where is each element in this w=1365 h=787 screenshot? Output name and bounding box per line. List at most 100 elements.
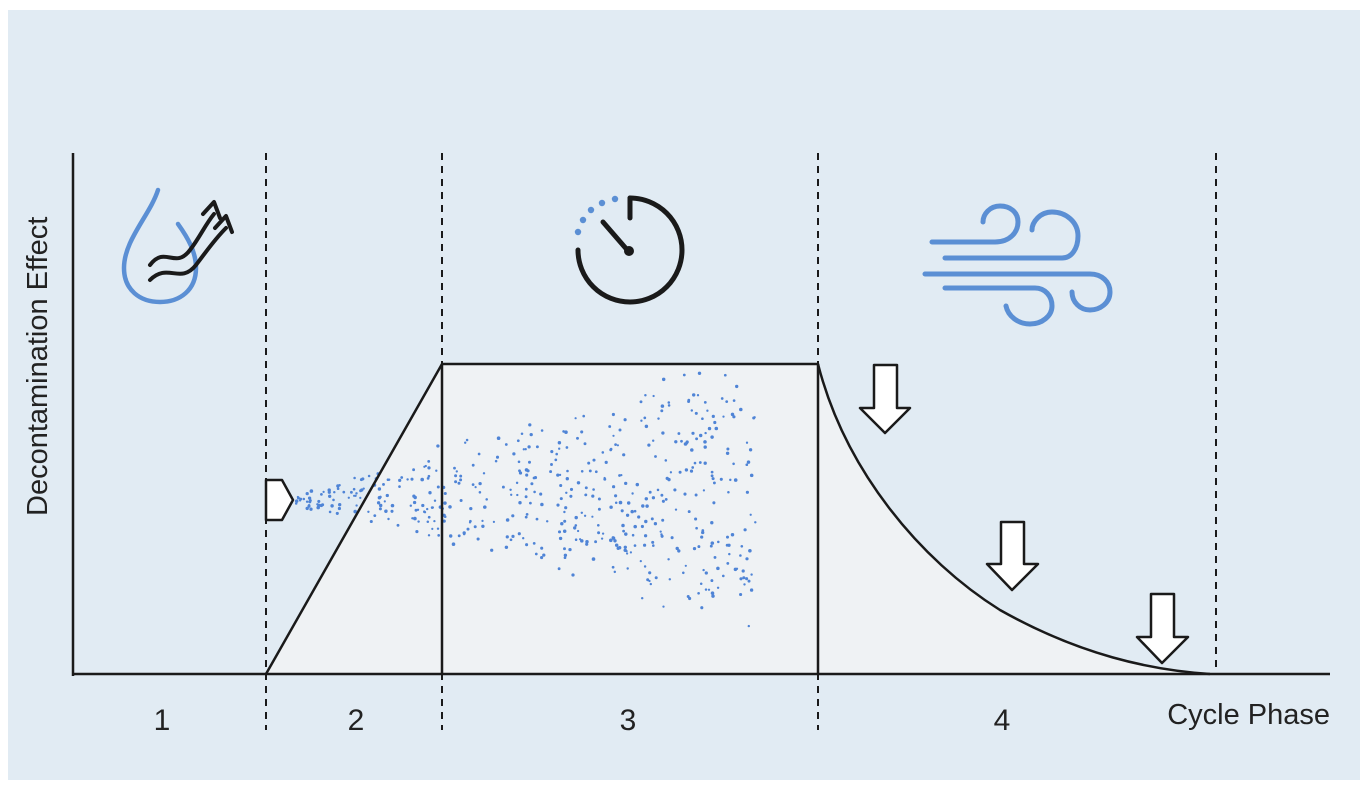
mist-particle [569,487,574,491]
mist-particle [534,552,538,556]
mist-particle [691,393,696,397]
mist-particle [701,529,705,532]
mist-particle [338,483,341,487]
mist-particle [517,460,521,464]
mist-particle [703,440,707,444]
mist-particle [520,432,524,435]
mist-particle [573,526,577,530]
mist-particle [305,506,309,511]
mist-particle [471,483,475,486]
mist-particle [427,459,431,463]
mist-particle [409,504,413,507]
mist-particle [701,530,705,535]
mist-particle [355,504,358,507]
mist-particle [588,469,592,473]
mist-particle [412,468,416,472]
phase-number-1: 1 [154,704,171,737]
mist-particle [667,401,671,404]
mist-particle [369,519,373,524]
mist-particle [620,509,624,513]
mist-particle [648,579,651,583]
mist-particle [330,504,334,508]
mist-particle [524,487,528,491]
mist-particle [568,547,572,552]
mist-particle [457,481,461,485]
mist-particle [510,493,513,496]
mist-particle [732,415,736,419]
phase-number-2: 2 [348,704,365,737]
mist-particle [327,490,331,494]
mist-particle [639,559,642,563]
mist-particle [677,549,681,553]
mist-particle [522,448,525,451]
mist-particle [478,491,482,494]
mist-particle [702,568,705,572]
mist-particle [633,544,637,547]
mist-particle [700,535,704,539]
mist-particle [652,394,655,398]
mist-particle [481,524,485,528]
mist-particle [437,534,441,537]
mist-particle [695,526,698,530]
mist-particle [643,534,648,538]
mist-particle [710,521,714,525]
mist-particle [317,499,321,503]
mist-particle [576,529,580,533]
mist-particle [699,582,703,585]
mist-particle [741,569,745,573]
mist-particle [712,501,716,505]
mist-particle [698,461,702,464]
mist-particle [583,514,587,517]
mist-particle [516,439,520,443]
mist-particle [618,500,623,505]
mist-particle [328,510,332,514]
mist-particle [336,487,340,491]
mist-particle [654,576,658,580]
mist-particle [611,412,615,417]
mist-particle [550,450,554,454]
mist-particle [726,561,730,565]
mist-particle [528,460,531,464]
mist-particle [525,513,529,516]
mist-particle [728,552,731,556]
mist-particle [730,412,735,417]
mist-particle [390,509,394,513]
mist-particle [742,576,746,580]
mist-particle [747,579,751,583]
mist-particle [686,595,690,598]
mist-particle [359,489,363,493]
mist-particle [710,591,715,595]
mist-particle [524,468,529,472]
mist-particle [349,490,353,494]
mist-particle [653,522,658,526]
mist-particle [706,409,709,412]
mist-particle [509,538,513,542]
mist-particle [648,571,652,575]
mist-particle [664,498,668,501]
mist-particle [342,490,346,494]
mist-particle [694,411,698,415]
mist-particle [685,441,689,445]
mist-particle [687,398,691,402]
mist-particle [749,513,752,516]
mist-particle [558,473,562,477]
mist-particle [585,542,589,546]
mist-particle [754,521,757,524]
decrease-arrow-icon [858,363,1190,665]
mist-particle [707,426,712,431]
mist-particle [624,532,628,536]
mist-particle [532,476,536,480]
mist-particle [694,517,698,521]
mist-particle [680,439,683,443]
mist-particle [722,415,725,418]
mist-particle [400,476,404,479]
mist-particle [474,486,477,489]
mist-particle [649,582,652,586]
mist-particle [623,548,627,553]
mist-particle [701,417,704,421]
mist-particle [660,534,664,538]
mist-particle [710,541,715,545]
mist-particle [720,397,724,400]
mist-particle [710,470,714,474]
phase-dividers [265,153,1217,730]
